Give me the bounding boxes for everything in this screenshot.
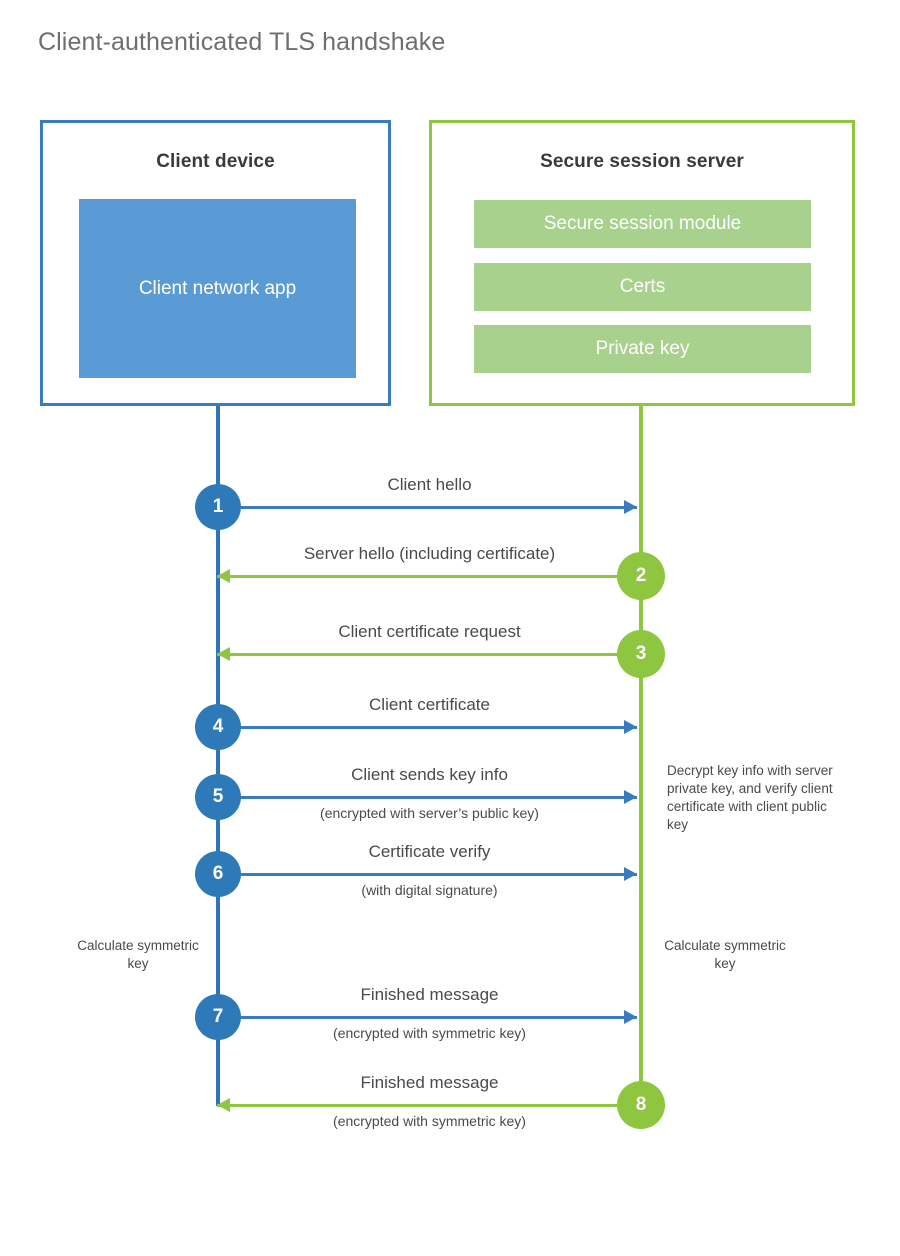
client-network-app-block: Client network app (79, 199, 356, 378)
step-marker-4[interactable]: 4 (195, 704, 241, 750)
message-label-2: Server hello (including certificate) (303, 544, 556, 563)
arrow-head-4 (624, 720, 637, 734)
message-line-1 (241, 506, 637, 509)
message-sublabel-5: (encrypted with server’s public key) (320, 805, 539, 821)
step-marker-2[interactable]: 2 (617, 552, 665, 600)
arrow-head-1 (624, 500, 637, 514)
step-marker-8[interactable]: 8 (617, 1081, 665, 1129)
step-marker-7[interactable]: 7 (195, 994, 241, 1040)
message-label-5: Client sends key info (351, 765, 508, 784)
step-marker-3[interactable]: 3 (617, 630, 665, 678)
message-line-6 (241, 873, 637, 876)
arrow-head-5 (624, 790, 637, 804)
message-line-3 (217, 653, 665, 656)
message-label-6: Certificate verify (368, 842, 491, 861)
arrow-head-2 (217, 569, 230, 583)
server-module-private-key: Private key (474, 325, 811, 373)
message-sublabel-7: (encrypted with symmetric key) (333, 1025, 526, 1041)
message-line-5 (241, 796, 637, 799)
step-marker-6[interactable]: 6 (195, 851, 241, 897)
server-module-secure-session-module: Secure session module (474, 200, 811, 248)
message-sublabel-6: (with digital signature) (361, 882, 498, 898)
client-device-box: Client device Client network app (40, 120, 391, 406)
note-decrypt-key-info: Decrypt key info with server private key… (667, 763, 833, 832)
step-marker-5[interactable]: 5 (195, 774, 241, 820)
message-line-4 (241, 726, 637, 729)
arrow-head-3 (217, 647, 230, 661)
server-module-certs: Certs (474, 263, 811, 311)
message-line-2 (217, 575, 665, 578)
server-lifeline (639, 406, 643, 1106)
note-calculate-symmetric-key-client: Calculate symmetric key (77, 938, 199, 971)
client-device-title: Client device (156, 151, 275, 172)
client-lifeline (216, 406, 220, 1106)
message-label-3: Client certificate request (338, 622, 521, 641)
arrow-head-8 (217, 1098, 230, 1112)
message-label-4: Client certificate (369, 695, 490, 714)
secure-session-server-box: Secure session server Secure session mod… (429, 120, 855, 406)
message-label-7: Finished message (360, 985, 499, 1004)
message-label-8: Finished message (360, 1073, 499, 1092)
message-sublabel-8: (encrypted with symmetric key) (333, 1113, 526, 1129)
message-line-7 (241, 1016, 637, 1019)
message-line-8 (217, 1104, 665, 1107)
arrow-head-7 (624, 1010, 637, 1024)
message-label-1: Client hello (387, 475, 472, 494)
secure-session-server-title: Secure session server (540, 151, 744, 172)
arrow-head-6 (624, 867, 637, 881)
note-calculate-symmetric-key-server: Calculate symmetric key (664, 938, 786, 971)
step-marker-1[interactable]: 1 (195, 484, 241, 530)
page-title: Client-authenticated TLS handshake (38, 28, 446, 56)
